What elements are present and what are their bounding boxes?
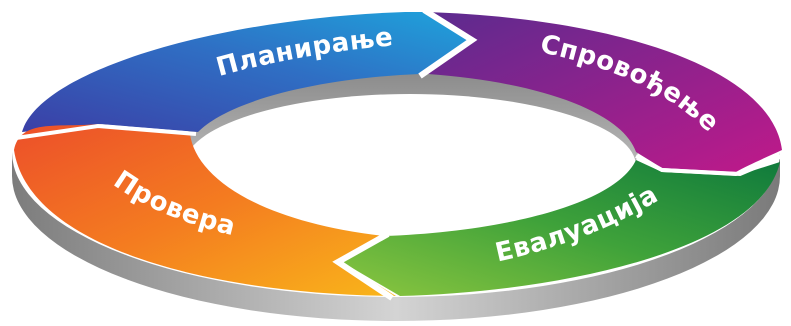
- segment-planning: [22, 12, 478, 132]
- segment-execution: [425, 12, 782, 172]
- segment-evaluation: [342, 160, 780, 296]
- ring-hole: [184, 94, 636, 238]
- separator-evaluation-review: [332, 231, 394, 301]
- separator-execution-evaluation: [635, 154, 783, 177]
- separator-planning-execution: [418, 7, 478, 79]
- ring-outer-wall: [12, 152, 780, 321]
- separator-review-planning: [15, 123, 197, 140]
- segment-review: [14, 124, 396, 296]
